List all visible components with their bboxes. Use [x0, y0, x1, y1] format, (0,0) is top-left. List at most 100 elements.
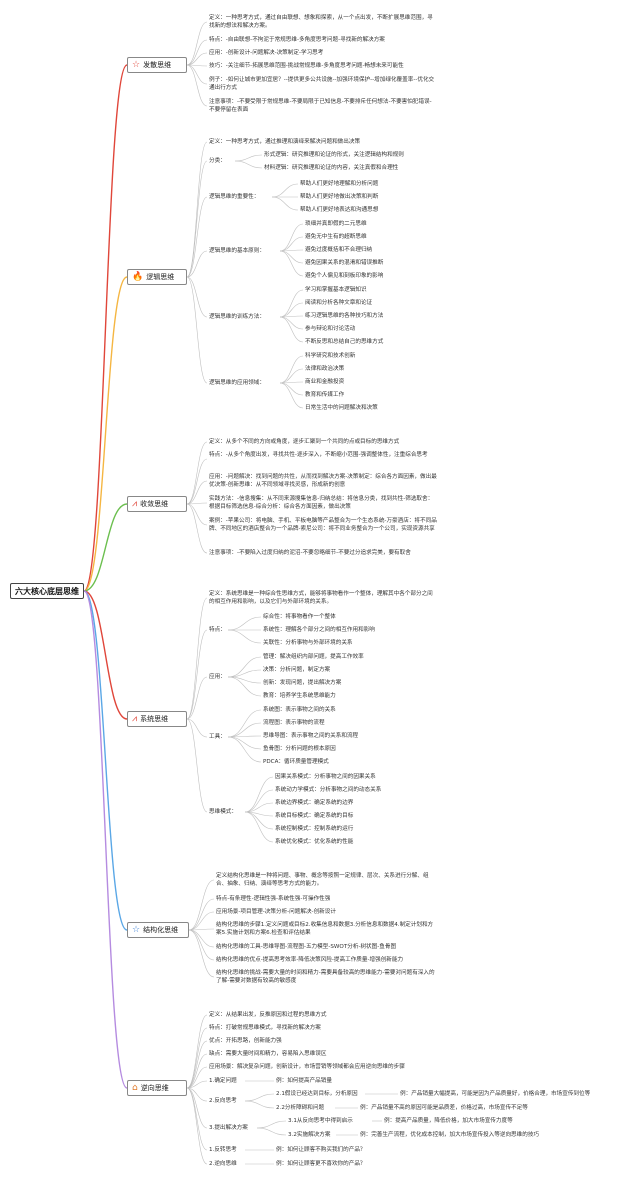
- leaf-text: 特点：-从多个角度出发，寻找共性-逐步深入，不断缩小范围-强调整体性，注重综合思…: [209, 452, 428, 458]
- leaf-text: 定义结构化思维是一种将问题、事物、概念等按照一定规律、层次、关系进行分解、组合、…: [216, 873, 429, 887]
- leaf-text: 结构化思维的挑战-需要大量的时间和精力-需要具备较高的思维能力-需要对问题有深入…: [216, 970, 435, 984]
- connector-line-51: [279, 223, 304, 252]
- connector-line-46: [234, 154, 263, 162]
- group-label: 特点：: [209, 627, 226, 633]
- branch-divergent[interactable]: ☆ 发散思维: [127, 57, 187, 73]
- leaf-text: 管理：解决组织内部问题，提高工作效率: [263, 654, 364, 660]
- leaf-text: 系统优化模式：优化系统的性能: [275, 839, 354, 845]
- branch-label: 收敛思维: [140, 500, 169, 508]
- connector-line-54: [279, 250, 304, 264]
- connector-line-12: [186, 141, 208, 278]
- connector-line-32: [188, 928, 215, 931]
- connector-line-79: [244, 789, 274, 813]
- connector-line-38: [186, 1040, 208, 1089]
- root-node[interactable]: 六大核心底层思维: [10, 583, 84, 599]
- connector-line-63: [279, 381, 304, 384]
- step-note: 例：如何提高产品销量: [276, 1078, 332, 1084]
- connector-line-65: [279, 382, 304, 409]
- home-icon: ⌂: [132, 1082, 138, 1093]
- branch-label: 结构化思维: [143, 926, 179, 934]
- leaf-text: 系统性：理解各个部分之间的相互作用和影响: [263, 627, 375, 633]
- group-label: 思维模式：: [209, 809, 237, 815]
- leaf-text: 系统图：表示事物之间的关系: [263, 707, 336, 713]
- branch-label: 逻辑思维: [146, 273, 175, 281]
- connector-line-1: [83, 276, 128, 592]
- connector-line-24: [186, 597, 208, 720]
- branch-logical[interactable]: 🔥 逻辑思维: [127, 269, 187, 285]
- connector-line-45: [186, 1087, 208, 1165]
- connector-line-73: [227, 709, 262, 738]
- leaf-text: 应用场景：解决复杂问题，创新设计，市场营销等领域都会应用逆向思维的步骤: [209, 1064, 405, 1070]
- leaf-text: 定义：从多个不同的方向或角度，逐步汇聚到一个共同的点或目标的思维方式: [209, 439, 400, 445]
- connector-line-0: [83, 64, 128, 592]
- connector-line-9: [186, 64, 208, 67]
- connector-line-18: [186, 441, 208, 505]
- leaf-text: 结构化思维的步骤1.定义问题或目标2.收集信息和数据3.分析信息和数据4.制定计…: [216, 922, 434, 936]
- connector-line-14: [186, 196, 208, 278]
- group-label: 应用：: [209, 674, 226, 680]
- connector-line-25: [186, 629, 208, 720]
- step-label: 3.2实施解决方案: [288, 1132, 331, 1138]
- group-label: 工具：: [209, 734, 226, 740]
- connector-line-4: [83, 590, 128, 931]
- connector-line-64: [279, 382, 304, 396]
- leaf-text: 结构化思维的工具-思维导图-流程图-五力模型-SWOT分析-树状图-鱼骨图: [216, 944, 397, 950]
- connector-line-5: [83, 590, 128, 1089]
- leaf-text: 法律和政治决策: [305, 366, 345, 372]
- branch-reverse[interactable]: ⌂ 逆向思维: [127, 1080, 187, 1096]
- step-label: 3.提出解决方案: [209, 1125, 248, 1131]
- connector-line-20: [186, 480, 208, 505]
- step-label: 3.1从反向思考中得到启示: [288, 1118, 353, 1124]
- branch-convergent[interactable]: ⩘ 收敛思维: [127, 496, 187, 512]
- leaf-text: 因果关系模式：分析事物之间的因果关系: [275, 774, 376, 780]
- connector-line-26: [186, 676, 208, 720]
- connector-line-83: [244, 811, 274, 843]
- leaf-text: 关联性：分析事物与外部环境的关系: [263, 640, 353, 646]
- leaf-text: 系统动力学模式：分析事物之间的动态关系: [275, 787, 382, 793]
- leaf-text: 例子：-如何让城市更加宜居？--提供更多公共设施--加强环境保护--增加绿化覆盖…: [209, 77, 435, 91]
- branch-systems[interactable]: ⩘ 系统思维: [127, 711, 187, 727]
- step-note: 例：产品销量大幅提高，可能是因为产品质量好，价格合理，市场宣传到位等: [400, 1091, 591, 1097]
- star-outline-icon: ☆: [132, 59, 141, 70]
- connector-line-70: [227, 669, 262, 678]
- connector-line-56: [279, 289, 304, 318]
- step-note: 例：如何让顾客更不喜欢你的产品？: [276, 1161, 366, 1167]
- connector-line-61: [279, 355, 304, 384]
- step-label: 2.1假设已经达到目标，分析原因: [276, 1091, 358, 1097]
- connector-line-34: [188, 929, 215, 961]
- leaf-text: 实践方法：-信息搜集：从不同来源搜集信息-归纳总结：将信息分类，找到共性-筛选取…: [209, 496, 434, 510]
- leaf-text: 定义：一种思考方式，通过推理和演绎来解决问题和做出决策: [209, 139, 361, 145]
- connector-line-43: [186, 1087, 208, 1129]
- leaf-text: 案例：-苹果公司：将电脑、手机、平板电脑等产品整合为一个生态系统-万豪酒店：将不…: [209, 518, 437, 532]
- leaf-text: 帮助人们更好地做出决策和判断: [300, 194, 379, 200]
- leaf-text: 阅读和分析各种文章和论证: [305, 300, 373, 306]
- leaf-text: 决策：分析问题，制定方案: [263, 667, 331, 673]
- connector-line-22: [186, 503, 208, 526]
- connector-line-23: [186, 503, 208, 554]
- connector-line-15: [186, 250, 208, 278]
- connector-line-85: [244, 1093, 275, 1102]
- chart-line-icon: ⩘: [132, 713, 138, 724]
- leaf-text: 特点：打破常规思维模式，寻找新的解决方案: [209, 1025, 321, 1031]
- leaf-text: 定义：一种思考方式，通过自由联想、想象和探索，从一个点出发，不断扩展思维范围，寻…: [209, 15, 433, 29]
- connector-line-48: [271, 183, 299, 198]
- branch-structured[interactable]: ☆ 结构化思维: [127, 922, 189, 938]
- leaf-text: 定义：从结果出发，反推原因和过程的思维方式: [209, 1012, 327, 1018]
- leaf-text: 特点-有条理性-逻辑性强-系统性强-可操作性强: [216, 896, 331, 902]
- connector-line-72: [227, 676, 262, 697]
- connector-line-2: [83, 503, 128, 592]
- connector-line-62: [279, 368, 304, 384]
- group-label: 逻辑思维的应用领域：: [209, 380, 265, 386]
- branch-label: 发散思维: [143, 61, 172, 69]
- step-note: 例：产品销量不高的原因可能是品质差，价格过高，市场宣传不足等: [360, 1105, 528, 1111]
- leaf-text: 科学研究和技术创新: [305, 353, 356, 359]
- leaf-text: 日常生活中的问题解决和决策: [305, 405, 378, 411]
- step-label: 1.反转思考: [209, 1147, 237, 1153]
- leaf-text: 商业和金融投资: [305, 379, 345, 385]
- leaf-text: 教育和传媒工作: [305, 392, 345, 398]
- leaf-text: 帮助人们更好地理解和分析问题: [300, 181, 379, 187]
- step-note: 例：如何让顾客不购买我们的产品？: [276, 1147, 366, 1153]
- leaf-text: 注意事项：-不要受限于常规思维-不要局限于已知信息-不要排斥任何想法-不要害怕犯…: [209, 99, 432, 113]
- leaf-text: 结构化思维的优点-提高思考效率-降低决策风险-提高工作质量-增强创新能力: [216, 957, 404, 963]
